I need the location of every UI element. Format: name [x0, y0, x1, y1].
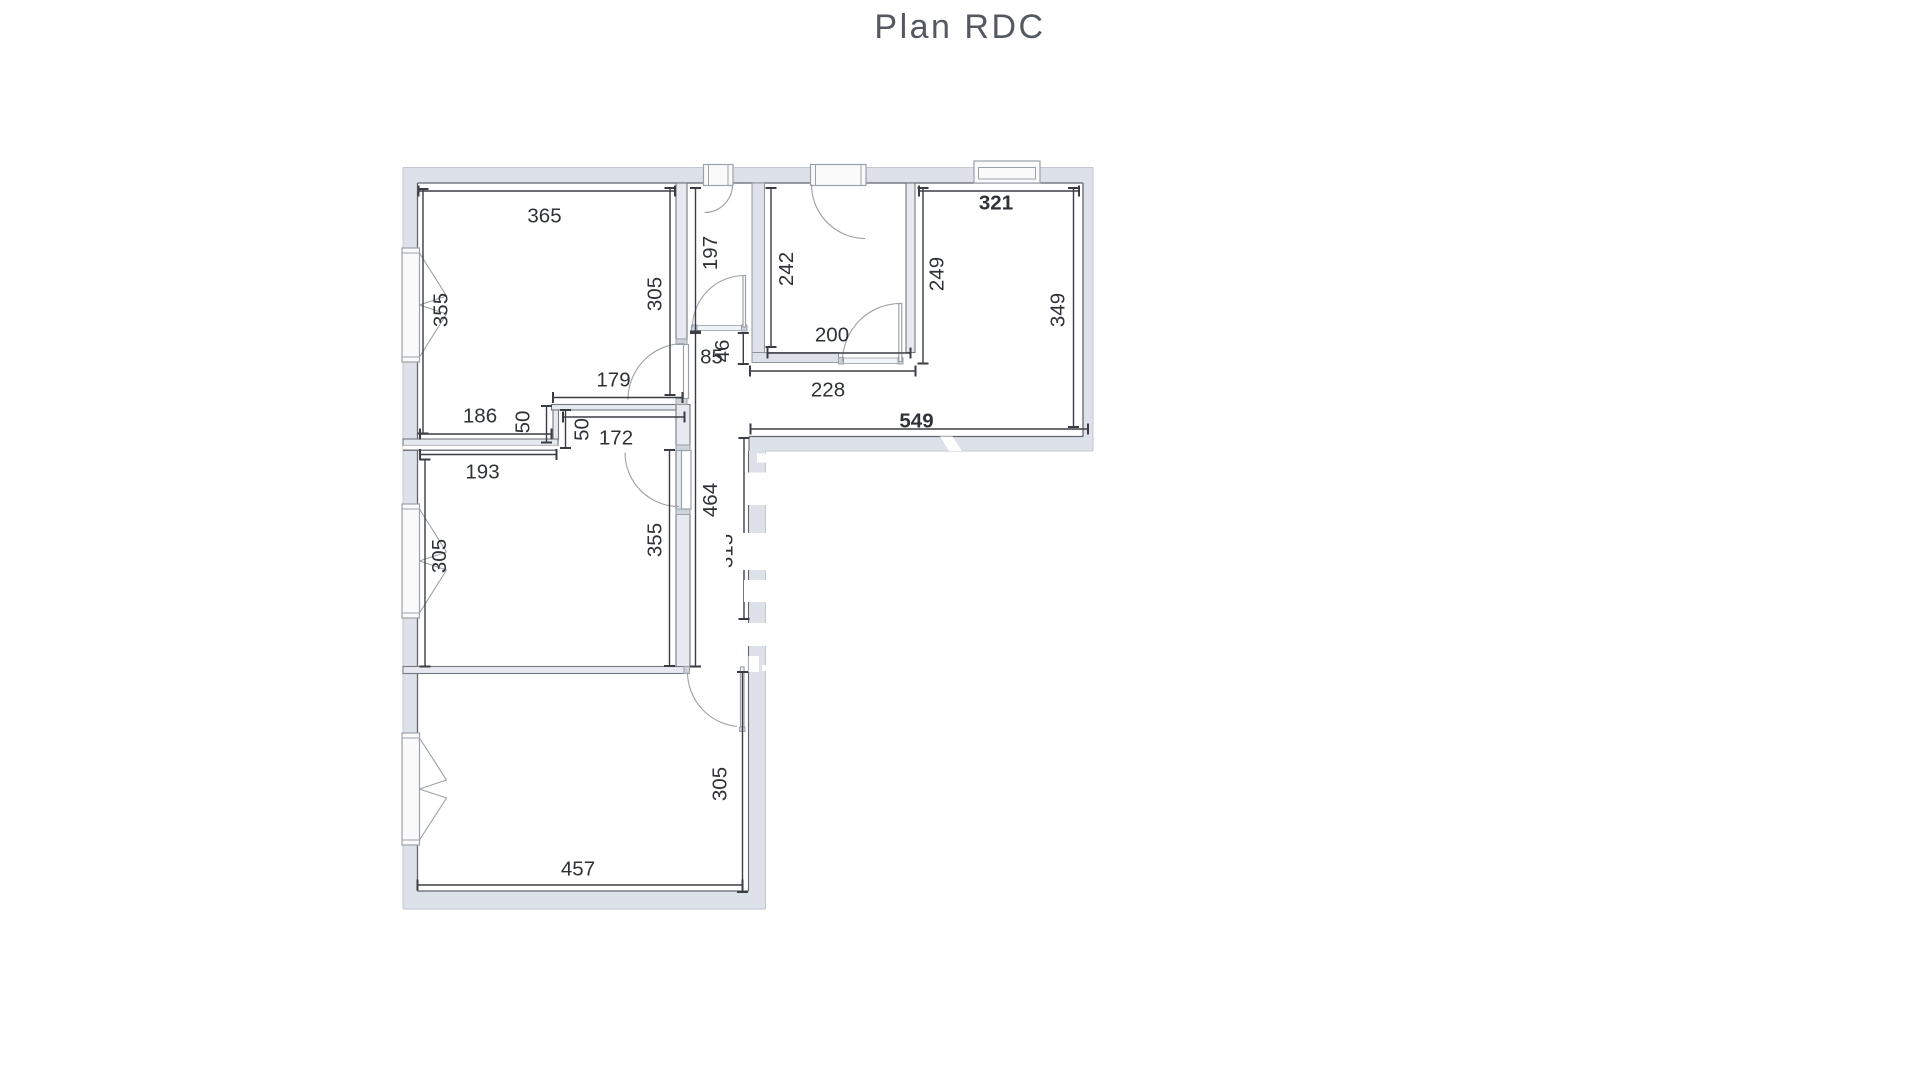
svg-text:249: 249 — [926, 257, 949, 291]
svg-text:50: 50 — [512, 411, 535, 434]
svg-text:305: 305 — [644, 277, 667, 311]
svg-text:85: 85 — [700, 346, 723, 369]
svg-text:242: 242 — [775, 252, 798, 286]
svg-text:200: 200 — [815, 324, 849, 347]
svg-text:228: 228 — [811, 379, 845, 402]
svg-text:305: 305 — [428, 539, 451, 573]
svg-text:186: 186 — [463, 405, 497, 428]
svg-text:349: 349 — [1047, 293, 1070, 327]
svg-text:179: 179 — [596, 369, 630, 392]
svg-text:365: 365 — [527, 205, 561, 228]
svg-text:321: 321 — [979, 192, 1013, 215]
svg-text:193: 193 — [465, 461, 499, 484]
svg-text:549: 549 — [899, 410, 933, 433]
svg-text:355: 355 — [644, 523, 667, 557]
svg-text:50: 50 — [571, 418, 594, 441]
svg-text:464: 464 — [699, 483, 722, 517]
svg-text:46: 46 — [711, 340, 734, 363]
svg-text:305: 305 — [709, 767, 732, 801]
svg-text:197: 197 — [699, 236, 722, 270]
svg-text:172: 172 — [599, 427, 633, 450]
svg-text:355: 355 — [430, 293, 453, 327]
svg-text:457: 457 — [561, 858, 595, 881]
